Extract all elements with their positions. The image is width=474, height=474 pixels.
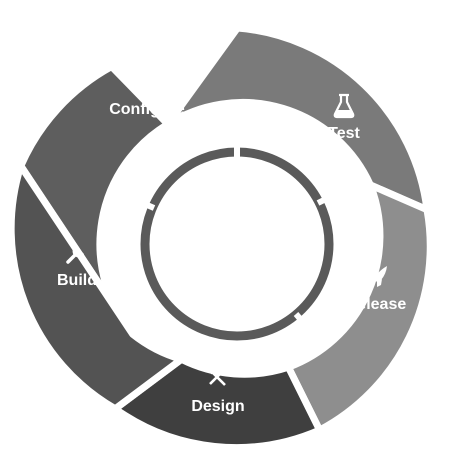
segment-label-build: Build — [57, 272, 97, 289]
pencil-ruler-icon — [207, 366, 231, 386]
flask-icon — [333, 93, 355, 119]
segment-label-release: Release — [346, 296, 407, 313]
segment-label-configure: Configure — [109, 101, 185, 118]
segment-build — [7, 162, 185, 413]
sliders-icon — [137, 74, 157, 94]
wrench-icon — [66, 246, 84, 264]
segment-configure — [17, 63, 172, 338]
rocket-icon — [366, 266, 387, 287]
segment-label-design: Design — [191, 398, 244, 415]
center-disc — [137, 144, 337, 344]
inner-ring-gaps — [136, 144, 336, 333]
segment-design — [111, 355, 324, 452]
segment-label-test: Test — [328, 125, 360, 142]
